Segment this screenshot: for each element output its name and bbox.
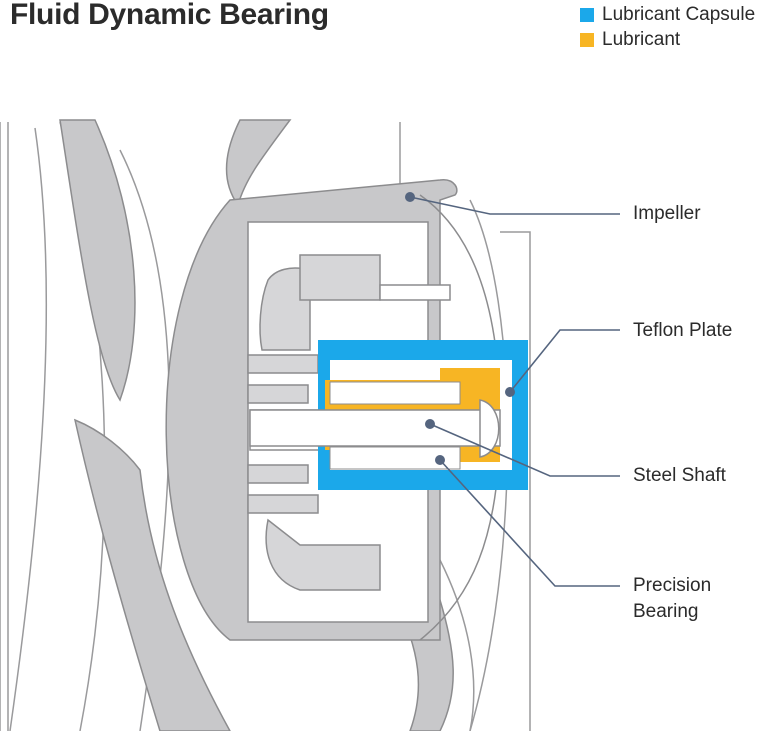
callout-impeller: Impeller <box>633 203 701 224</box>
legend-swatch-lubricant <box>580 32 594 47</box>
callout-steel-shaft: Steel Shaft <box>633 465 726 486</box>
callout-dots <box>405 192 515 465</box>
legend-swatch-capsule <box>580 7 594 22</box>
legend-label: Lubricant Capsule <box>602 3 756 25</box>
callout-precision-bearing-line1: Precision <box>633 575 712 596</box>
callout-precision-bearing-line2: Bearing <box>633 601 699 622</box>
callout-teflon-plate: Teflon Plate <box>633 320 733 341</box>
legend-item-lubricant: Lubricant <box>580 27 755 52</box>
steel-shaft <box>249 399 501 458</box>
page-title: Fluid Dynamic Bearing <box>10 0 329 31</box>
callout-leaders <box>409 196 620 587</box>
legend: Lubricant Capsule Lubricant <box>580 2 755 52</box>
legend-label: Lubricant <box>602 28 681 50</box>
legend-item-lubricant-capsule: Lubricant Capsule <box>580 2 755 27</box>
precision-bearing <box>329 381 461 470</box>
